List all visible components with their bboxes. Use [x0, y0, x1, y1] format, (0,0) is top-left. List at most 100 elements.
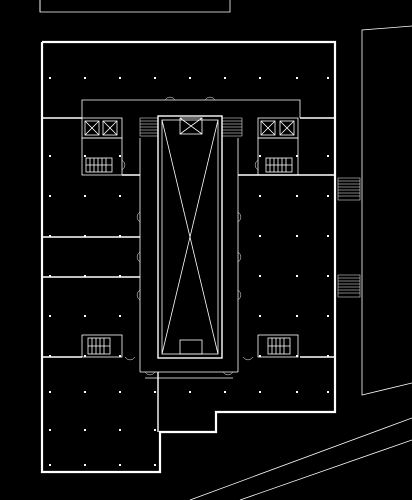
structural-column [259, 391, 261, 393]
stair-core-lower-right [257, 334, 299, 358]
road-edge-line-2 [239, 439, 412, 500]
structural-column [327, 275, 329, 277]
structural-column [259, 355, 261, 357]
door-swing [204, 96, 216, 101]
door-swing [124, 356, 136, 361]
structural-column [119, 77, 121, 79]
atrium-bottom-box [179, 339, 203, 355]
structural-column [259, 195, 261, 197]
structural-column [327, 155, 329, 157]
structural-column [154, 391, 156, 393]
door-swing [144, 371, 156, 376]
structural-column [84, 77, 86, 79]
top-site-line [39, 0, 231, 13]
atrium-void [157, 115, 223, 359]
structural-column [119, 155, 121, 157]
elevator-shaft [260, 120, 276, 136]
structural-column [49, 355, 51, 357]
structural-column [119, 315, 121, 317]
structural-column [154, 429, 156, 431]
structural-column [296, 77, 298, 79]
structural-column [327, 195, 329, 197]
structural-column [84, 235, 86, 237]
atrium-void-inner [161, 117, 219, 355]
door-swing [136, 251, 141, 263]
structural-column [296, 235, 298, 237]
elevator-shaft [84, 120, 100, 136]
outer-wall [40, 40, 337, 474]
door-swing [164, 96, 176, 101]
doors [121, 96, 259, 376]
structural-column [84, 464, 86, 466]
structural-column [84, 355, 86, 357]
structural-column [259, 77, 261, 79]
corridor-stairs-top [139, 117, 243, 137]
structural-column [49, 275, 51, 277]
structural-column [327, 235, 329, 237]
atrium-frame [157, 115, 223, 359]
structural-column [119, 355, 121, 357]
stair-core-upper-left [81, 117, 123, 176]
structural-column [296, 355, 298, 357]
atrium-cross-line [161, 119, 219, 355]
structural-column [259, 315, 261, 317]
structural-column [327, 391, 329, 393]
door-swing [237, 289, 242, 301]
corridor [81, 99, 301, 379]
structural-column [84, 429, 86, 431]
structural-column [224, 77, 226, 79]
structural-column [84, 275, 86, 277]
door-swing [136, 211, 141, 223]
structural-column [119, 429, 121, 431]
structural-column [259, 235, 261, 237]
structural-column [327, 355, 329, 357]
structural-column [84, 155, 86, 157]
structural-column [84, 391, 86, 393]
structural-column [119, 464, 121, 466]
exterior-stair [337, 274, 361, 298]
stair-room [81, 334, 123, 358]
shaft-cross [84, 120, 100, 136]
column-grid [49, 77, 329, 466]
atrium-box-cross [179, 117, 203, 135]
elevator-shaft [279, 120, 295, 136]
structural-column [49, 464, 51, 466]
structural-column [189, 391, 191, 393]
structural-column [296, 155, 298, 157]
structural-column [49, 429, 51, 431]
structural-column [259, 275, 261, 277]
atrium-top-box [179, 117, 203, 135]
structural-column [119, 235, 121, 237]
right-building-outline [361, 25, 412, 396]
door-swing [237, 211, 242, 223]
door-swing [136, 289, 141, 301]
structural-column [259, 155, 261, 157]
shaft-cross [102, 120, 118, 136]
structural-column [189, 77, 191, 79]
door-swing [242, 356, 254, 361]
door-swing [121, 159, 126, 171]
structural-column [224, 391, 226, 393]
door-swing [237, 251, 242, 263]
door-swing [254, 159, 259, 171]
structural-column [119, 195, 121, 197]
structural-column [49, 391, 51, 393]
corridor-top-band [81, 99, 301, 118]
shaft-cross [279, 120, 295, 136]
exterior-stairs-right [337, 177, 361, 298]
structural-column [154, 77, 156, 79]
structural-column [296, 315, 298, 317]
shaft-cross [260, 120, 276, 136]
outer-wall-outline [40, 40, 337, 474]
exterior-stair [337, 177, 361, 201]
stair-core-upper-right [257, 117, 299, 176]
structural-column [84, 315, 86, 317]
structural-column [49, 155, 51, 157]
structural-column [119, 275, 121, 277]
road-edge-line [189, 417, 412, 500]
structural-column [49, 195, 51, 197]
door-swing [222, 371, 234, 376]
structural-column [154, 464, 156, 466]
